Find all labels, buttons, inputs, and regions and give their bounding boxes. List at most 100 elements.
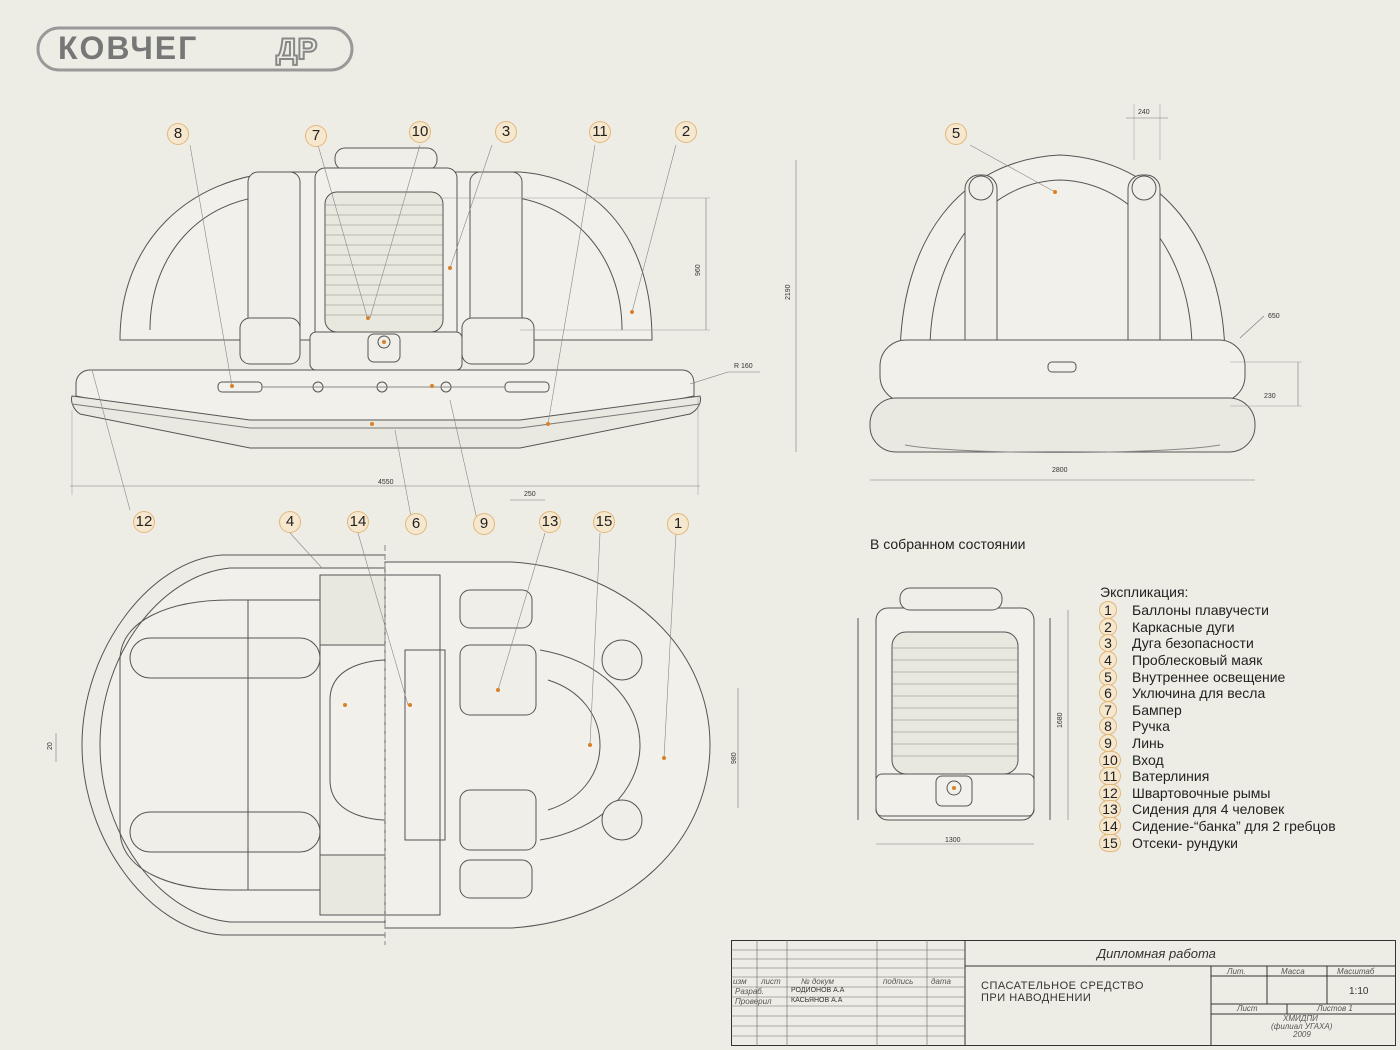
plan-view: [55, 369, 739, 945]
dim-front-top: 240: [1138, 109, 1150, 116]
title-line-2: ПРИ НАВОДНЕНИИ: [981, 992, 1092, 1004]
legend-label: Сидения для 4 человек: [1132, 801, 1285, 818]
scale-label: Масштаб: [1337, 967, 1375, 976]
dim-front-width: 2800: [1052, 467, 1068, 474]
sheets-label: Листов 1: [1317, 1004, 1353, 1013]
legend-label: Проблесковый маяк: [1132, 652, 1263, 669]
legend-label: Каркасные дуги: [1132, 618, 1235, 635]
dim-assembled-width: 1300: [945, 837, 961, 844]
hdr-list: лист: [761, 977, 781, 986]
legend-num: 15: [1100, 834, 1120, 851]
logo-text: КОВЧЕГ: [58, 30, 198, 66]
legend-item: 6 Уключина для весла: [1100, 685, 1380, 702]
legend-item: 3 Дуга безопасности: [1100, 635, 1380, 652]
legend-label: Внутреннее освещение: [1132, 668, 1286, 685]
legend-num: 12: [1100, 784, 1120, 801]
sheet-label: Лист: [1237, 1004, 1258, 1013]
callout-11: 11: [590, 122, 610, 142]
org-year: 2009: [1293, 1030, 1311, 1039]
callout-10: 10: [410, 122, 430, 142]
legend-num: 5: [1100, 668, 1116, 685]
legend-item: 15 Отсеки- рундуки: [1100, 834, 1380, 851]
side-view: [70, 144, 797, 501]
role-checker: Проверил: [735, 997, 772, 1006]
dim-side-height: 2190: [785, 284, 792, 300]
title-block: Дипломная работа изм лист № докум подпис…: [731, 940, 1396, 1046]
callout-7: 7: [306, 126, 326, 146]
dim-side-width: 4550: [378, 479, 394, 486]
work-type: Дипломная работа: [1097, 946, 1216, 961]
callout-1: 1: [668, 514, 688, 534]
legend-item: 9 Линь: [1100, 735, 1380, 752]
legend-item: 10 Вход: [1100, 751, 1380, 768]
dim-side-mid: 960: [695, 264, 702, 276]
legend-label: Бампер: [1132, 701, 1182, 718]
callout-12: 12: [134, 512, 154, 532]
legend-num: 4: [1100, 652, 1116, 669]
assembled-view: [857, 587, 1069, 845]
hdr-doc: № докум: [801, 977, 835, 986]
front-view: [869, 104, 1302, 481]
dim-plan-20: 20: [47, 742, 54, 750]
legend-label: Баллоны плавучести: [1132, 602, 1269, 619]
legend-num: 10: [1100, 751, 1120, 768]
callout-8: 8: [168, 124, 188, 144]
legend-num: 6: [1100, 685, 1116, 702]
legend-label: Ватерлиния: [1132, 768, 1210, 785]
legend-num: 1: [1100, 602, 1116, 619]
callout-4: 4: [280, 512, 300, 532]
hdr-izm: изм: [733, 977, 747, 986]
legend-num: 8: [1100, 718, 1116, 735]
legend-num: 11: [1100, 768, 1120, 785]
legend-num: 9: [1100, 735, 1116, 752]
callout-3: 3: [496, 122, 516, 142]
legend-item: 7 Бампер: [1100, 701, 1380, 719]
dim-side-small: 250: [524, 491, 536, 498]
dim-plan-980: 980: [731, 752, 738, 764]
legend-label: Уключина для весла: [1132, 685, 1266, 702]
org-line-1: ХМИДПИ: [1283, 1014, 1318, 1023]
assembled-caption: В собранном состоянии: [870, 536, 1026, 552]
dim-assembled-height: 1680: [1057, 712, 1064, 728]
legend-label: Дуга безопасности: [1132, 635, 1254, 652]
callout-9: 9: [474, 514, 494, 534]
role-developer: Разраб.: [735, 987, 764, 996]
name-developer: РОДИОНОВ А.А: [791, 987, 845, 994]
legend-label: Вход: [1132, 751, 1164, 768]
marker-dots: [230, 190, 1057, 790]
legend-label: Ручка: [1132, 718, 1170, 735]
legend-num: 14: [1100, 818, 1120, 835]
lit-label: Лит.: [1227, 967, 1246, 976]
dim-front-230: 230: [1264, 393, 1276, 400]
legend-item: 1 Баллоны плавучести: [1100, 602, 1380, 619]
dim-front-650: 650: [1268, 313, 1280, 320]
legend-label: Отсеки- рундуки: [1132, 834, 1238, 851]
callout-5: 5: [946, 124, 966, 144]
callout-13: 13: [540, 512, 560, 532]
legend-num: 7: [1100, 701, 1116, 718]
legend: Экспликация: 1 Баллоны плавучести 2 Каркас…: [1100, 584, 1380, 851]
title-block-grid: [731, 940, 1396, 1046]
legend-item: 2 Каркасные дуги: [1100, 618, 1380, 636]
legend-label: Линь: [1132, 735, 1165, 752]
callout-15: 15: [594, 512, 614, 532]
legend-num: 3: [1100, 635, 1116, 652]
logo-graphic: КОВЧЕГ ДР: [36, 26, 354, 72]
callout-14: 14: [348, 512, 368, 532]
legend-item: 5 Внутреннее освещение: [1100, 668, 1380, 685]
scale-value: 1:10: [1349, 986, 1369, 997]
logo: КОВЧЕГ ДР: [36, 26, 354, 72]
title-line-1: СПАСАТЕЛЬНОЕ СРЕДСТВО: [981, 980, 1144, 992]
hdr-date: дата: [931, 977, 951, 986]
callout-6: 6: [406, 514, 426, 534]
legend-title: Экспликация:: [1100, 584, 1189, 600]
legend-num: 2: [1100, 618, 1116, 635]
callout-2: 2: [676, 122, 696, 142]
logo-mark: ДР: [276, 33, 317, 66]
hdr-sign: подпись: [883, 977, 914, 986]
org-line-2: (филиал УГАХА): [1271, 1022, 1333, 1031]
